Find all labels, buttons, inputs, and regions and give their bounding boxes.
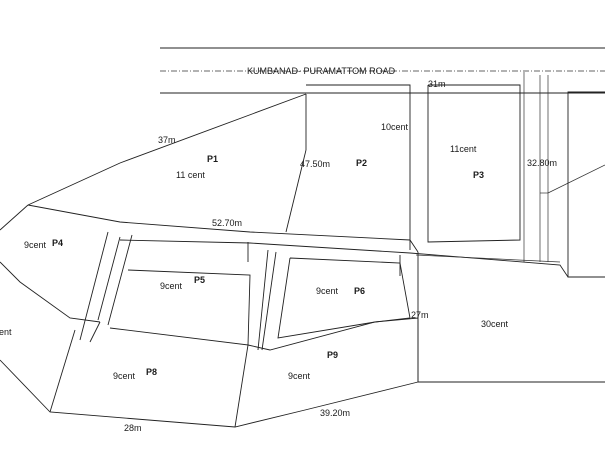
plot-label-p3: P3: [473, 170, 484, 180]
plot-area-p8: 9cent: [113, 371, 136, 381]
large-plot-area: 30cent: [481, 319, 509, 329]
plot-area-p6: 9cent: [316, 286, 339, 296]
plot-label-p9: P9: [327, 350, 338, 360]
p3-boundary: [427, 84, 521, 243]
plot-area-p1: 11 cent: [176, 170, 205, 180]
plot-label-p1: P1: [207, 154, 218, 164]
strip-a3: [89, 321, 101, 343]
strip-a2: [107, 234, 133, 326]
dim-28m: 28m: [124, 423, 142, 433]
plot-area-p3: 11cent: [450, 144, 477, 154]
left-edge: [0, 204, 29, 231]
plot-area-p9: 9cent: [288, 371, 311, 381]
internal-road-edge-right: [415, 254, 561, 263]
dim-39-20m: 39.20m: [320, 408, 350, 418]
p5-boundary: [109, 269, 251, 346]
plot-labels: P1 11 cent P2 11cent P3 9cent P4 9cent P…: [0, 144, 509, 381]
dimension-labels: 37m 31m 10cent 47.50m 32.80m 52.70m 27m …: [124, 79, 557, 433]
p8-p9-divide: [234, 344, 249, 428]
p1-road-boundary: [27, 93, 307, 206]
dim-27m: 27m: [411, 310, 429, 320]
large-plot-boundary: [417, 252, 605, 383]
strip-a1: [79, 231, 109, 341]
internal-road-edge-lower: [119, 239, 569, 278]
strip-b1: [257, 249, 269, 351]
plot-area-p5: 9cent: [160, 281, 183, 291]
strip-b2: [261, 251, 277, 351]
internal-road-edge-upper: [27, 204, 419, 253]
road-label: KUMBANAD- PURAMATTOM ROAD: [247, 66, 396, 76]
dim-31m: 31m: [428, 79, 446, 89]
p1-p2-boundary-lower: [285, 149, 307, 233]
p4-lower-edge: [0, 261, 101, 323]
dim-52-70m: 52.70m: [212, 218, 242, 228]
plot-area-p4: 9cent: [24, 240, 47, 250]
p8-left: [49, 329, 76, 413]
plot-boundaries: [0, 72, 605, 428]
dim-37m: 37m: [158, 135, 176, 145]
strip-a4: [97, 236, 121, 321]
plot-label-p5: P5: [194, 275, 205, 285]
plot-label-p4: P4: [52, 238, 63, 248]
plot-label-p8: P8: [146, 367, 157, 377]
p2-boundary: [306, 84, 411, 250]
dim-47-50m: 47.50m: [300, 159, 330, 169]
dim-10cent: 10cent: [381, 122, 409, 132]
p6-boundary: [277, 257, 411, 339]
road: KUMBANAD- PURAMATTOM ROAD: [160, 47, 605, 94]
dim-32-80m: 32.80m: [527, 158, 557, 168]
plot-label-p6: P6: [354, 286, 365, 296]
left-edge-area-partial: ent: [0, 327, 12, 337]
plot-label-p2: P2: [356, 158, 367, 168]
right-building: [567, 91, 605, 278]
leader-line: [547, 164, 605, 194]
